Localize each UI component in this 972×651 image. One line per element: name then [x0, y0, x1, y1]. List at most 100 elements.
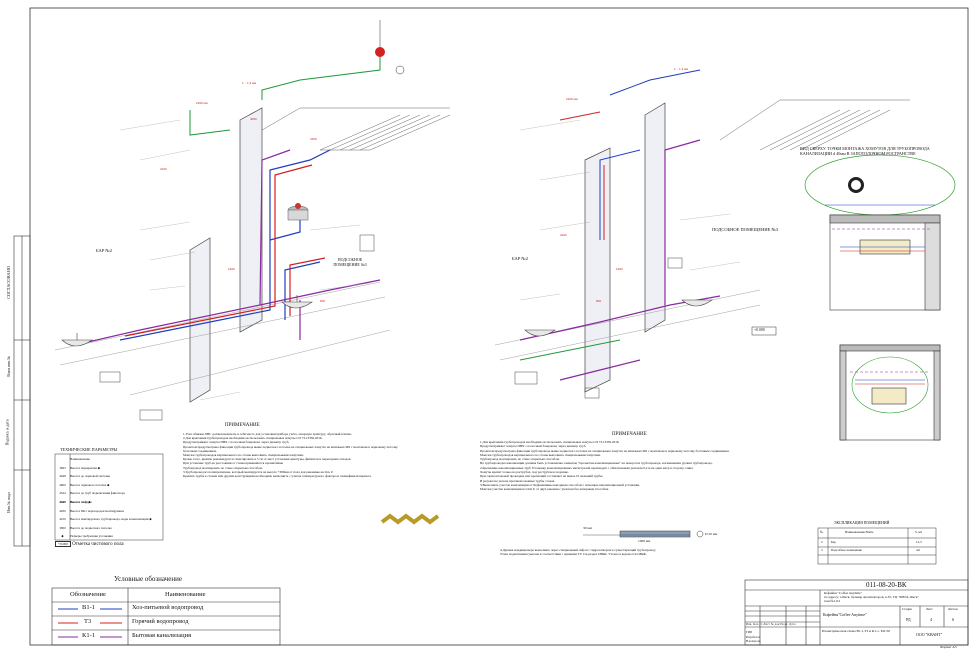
right-note-7: Хомуты крепят только на раструбах, под р…	[480, 470, 569, 475]
format-label: Формат A3	[940, 645, 957, 649]
people-list: ГИП Разработал Н.контроль	[746, 630, 761, 643]
object-address-2: пом.№1112	[824, 599, 841, 603]
zero-mark-label: Отметка чистового пола	[72, 542, 124, 547]
tech-params-table-grid	[54, 453, 164, 541]
sheet-value: 4	[930, 617, 932, 622]
object-address: по адресу: г.Омск, бульвар Архитекторов,…	[824, 595, 919, 599]
sheet-title: Изометрическая схема В1-1,Т3 и К1-1. М1:…	[822, 629, 890, 633]
svg-text:2100: 2100	[560, 233, 567, 237]
left-sink-1	[61, 333, 93, 347]
left-note-1: 2.Для крепления трубопроводов необходимо…	[183, 436, 323, 441]
legend-table-grid	[51, 587, 281, 646]
legend-code-0: В1-1	[82, 604, 95, 611]
side-stamp-replace: Взам инв.№	[5, 356, 11, 377]
top-view-title: ВИД СВЕРХУ. ТОЧКИ МОНТАЖА ХОМУТОВ ДЛЯ ТР…	[800, 146, 930, 156]
right-cold-line	[599, 69, 701, 240]
legend-col1: Обозначение	[70, 591, 106, 598]
stage-label: Стадия	[902, 607, 912, 611]
left-walls	[189, 107, 263, 403]
left-note-7: Трубопровод монтировать по стене открыты…	[183, 465, 263, 470]
right-note-1: Предусматривают хомуты ПВХ с полосным ба…	[480, 444, 587, 449]
left-note-3: Проектом предусмотрена фиксация трубопро…	[183, 444, 398, 453]
side-stamp	[13, 235, 31, 547]
left-riser-valve	[375, 47, 385, 57]
right-note-12: 4.Дренаж кондиционера выполнить через сп…	[500, 548, 656, 552]
right-room-label: ПОДСОБНОЕ ПОМЕЩЕНИЕ №3	[712, 227, 779, 232]
zero-mark: +0.000	[55, 541, 71, 547]
right-green-line	[519, 339, 621, 361]
plan-detail-2	[839, 344, 941, 441]
plan-detail-1	[829, 214, 941, 311]
right-note-2: Проектом предусмотрена фиксация трубопро…	[480, 448, 730, 453]
rev-row: Изм. Кол.уч Лист № док Подп. Дата	[746, 623, 796, 626]
svg-text:2100: 2100	[160, 167, 167, 171]
left-note-6: При установке труб на расстоянии от стен…	[183, 461, 283, 466]
title-block-grid	[744, 579, 969, 646]
sheet-label: Лист	[926, 607, 933, 611]
sheets-value: 6	[952, 617, 954, 622]
rooms-h0: №	[820, 530, 824, 534]
left-note-4: Монтаж трубопроводов вертикального по ст…	[183, 453, 304, 458]
svg-text:1 .. 1,3 мм: 1 .. 1,3 мм	[674, 67, 688, 71]
rooms-h2: S, м2	[915, 530, 922, 534]
right-note-0: 1.Для крепления трубопроводов необходимо…	[480, 440, 620, 444]
svg-text:1200: 1200	[228, 267, 235, 271]
right-sink-1	[524, 329, 556, 337]
side-stamp-agreed: СОГЛАСОВАНО	[6, 265, 12, 300]
left-drain-line	[189, 55, 381, 136]
left-note-5: Кроме этого, крепёж рекомендуется смонти…	[183, 457, 352, 462]
svg-text:2100 мм: 2100 мм	[196, 101, 208, 105]
right-note-9: В результате уклона противоположные труб…	[480, 478, 556, 483]
scale-bar	[583, 530, 704, 538]
top-view-detail	[804, 154, 956, 216]
rooms-title: ЭКСПЛИКАЦИЯ ПОМЕЩЕНИЙ	[834, 521, 890, 525]
rooms-r1c0: 3	[821, 548, 823, 552]
right-hot-line	[559, 111, 605, 240]
legend-title: Условные обозначение	[114, 575, 182, 583]
company-name: ООО "КВАНТ"	[916, 632, 943, 637]
sheets-label: Листов	[948, 607, 958, 611]
right-notes-tail: 4.Дренаж кондиционера выполнить через сп…	[500, 548, 800, 557]
side-stamp-inv: Инв.№ подл	[5, 492, 11, 513]
left-hot-line	[124, 164, 326, 337]
left-note-8: 3.Трубопровод из полипропилена, который …	[183, 469, 334, 474]
legend-name-0: Хоз-питьевой водопровод	[132, 604, 204, 611]
rooms-r1c1: Подсобное помещение	[831, 548, 862, 552]
scale-end: D 50 мм	[705, 532, 718, 536]
svg-text:600: 600	[596, 299, 601, 303]
tech-params-title: ТЕХНИЧЕСКИЕ ПАРАМЕТРЫ	[60, 447, 118, 452]
right-note-13: Точка подключения указана в соответствии…	[500, 552, 647, 557]
left-cold-line	[119, 149, 331, 341]
rooms-table-grid	[817, 527, 937, 565]
right-note-11: Монтаж участка канализации на Оси U от д…	[480, 487, 610, 492]
object-info: Кофейня "Coffee Anytime" по адресу: г.Ом…	[824, 591, 919, 603]
tech-row-9: ◆Размеры требующие уточнения	[61, 534, 113, 539]
right-sink-2	[681, 299, 713, 307]
right-sewer-line	[519, 139, 721, 381]
left-isometric: 2100 мм 1 .. 1,3 мм 4050 4100 2100 1200 …	[54, 20, 451, 421]
svg-text:1 .. 1,3 мм: 1 .. 1,3 мм	[242, 81, 256, 85]
left-note-title: ПРИМЕЧАНИЕ	[225, 423, 260, 428]
side-stamp-sign: Подпись и дата	[4, 419, 10, 446]
left-ceiling-slab	[244, 107, 451, 151]
right-isometric: 2100 мм 1 .. 1,3 мм 2100 1200 600	[494, 67, 910, 399]
left-bar-label: БАР №2	[96, 248, 112, 253]
rooms-r0c1: Бар	[831, 540, 836, 544]
left-room-label: ПОДСОБНОЕ ПОМЕЩЕНИЕ №3	[333, 257, 367, 267]
stage-value: РД	[906, 617, 911, 622]
left-notes: 1.Узел обвязки ХВС должен включать в себ…	[183, 432, 408, 478]
scale-right: 1000 мм	[638, 539, 651, 543]
rooms-r1c2: 4,6	[916, 548, 920, 552]
scale-left: 30 мм	[583, 526, 592, 530]
right-note-3: Монтаж трубопроводов вертикального по ст…	[480, 452, 601, 457]
zero-mark-row: +0.000 Отметка чистового пола	[55, 541, 124, 547]
